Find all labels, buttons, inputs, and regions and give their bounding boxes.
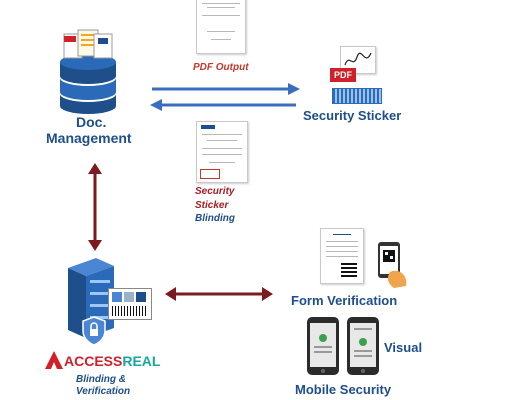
security-sticker-node: PDF Security Sticker	[300, 44, 410, 128]
form-verification-label: Form Verification	[291, 293, 398, 308]
brand-prefix: ACCESS	[64, 353, 123, 369]
vertical-maroon-arrow	[88, 163, 102, 251]
brand-suffix: REAL	[122, 353, 161, 369]
hand-phone-icon	[378, 242, 407, 288]
accessreal-node: ACCESSREAL Blinding & Verification	[40, 258, 170, 400]
security-sticker-edge-label-line1: Security	[195, 186, 235, 197]
visual-label: Visual	[384, 340, 423, 355]
form-document-icon	[320, 228, 364, 284]
blue-arrows	[150, 83, 300, 111]
accessreal-caption-line2: Verification	[76, 386, 131, 397]
mobile-security-label: Mobile Security	[295, 382, 392, 397]
doc-management-label-line1: Doc.	[76, 114, 107, 130]
pdf-output-document-thumbnail	[196, 0, 246, 54]
pdf-output-label: PDF Output	[193, 62, 249, 73]
doc-management-node: Doc. Management	[44, 28, 144, 150]
shield-icon	[82, 316, 106, 346]
blinding-label: Blinding	[195, 213, 235, 224]
barcode-icon	[332, 88, 382, 104]
accessreal-caption-line1: Blinding &	[76, 374, 126, 385]
form-verification-node: Form Verification	[288, 226, 418, 310]
phone-icon	[347, 317, 379, 375]
horizontal-maroon-arrow	[165, 287, 273, 301]
document-icon	[63, 29, 113, 59]
mobile-security-node: Visual Mobile Security	[294, 314, 434, 400]
security-sticker-label: Security Sticker	[303, 108, 402, 123]
accessreal-brand: ACCESSREAL	[64, 353, 160, 369]
pdf-badge: PDF	[330, 68, 356, 82]
barcode-sticker-icon	[108, 288, 152, 320]
accessreal-logo-icon	[45, 351, 63, 369]
phone-icon	[307, 317, 339, 375]
security-sticker-document-thumbnail	[196, 121, 248, 183]
security-sticker-edge-label-line2: Sticker	[195, 200, 229, 211]
doc-management-label-line2: Management	[46, 130, 132, 146]
